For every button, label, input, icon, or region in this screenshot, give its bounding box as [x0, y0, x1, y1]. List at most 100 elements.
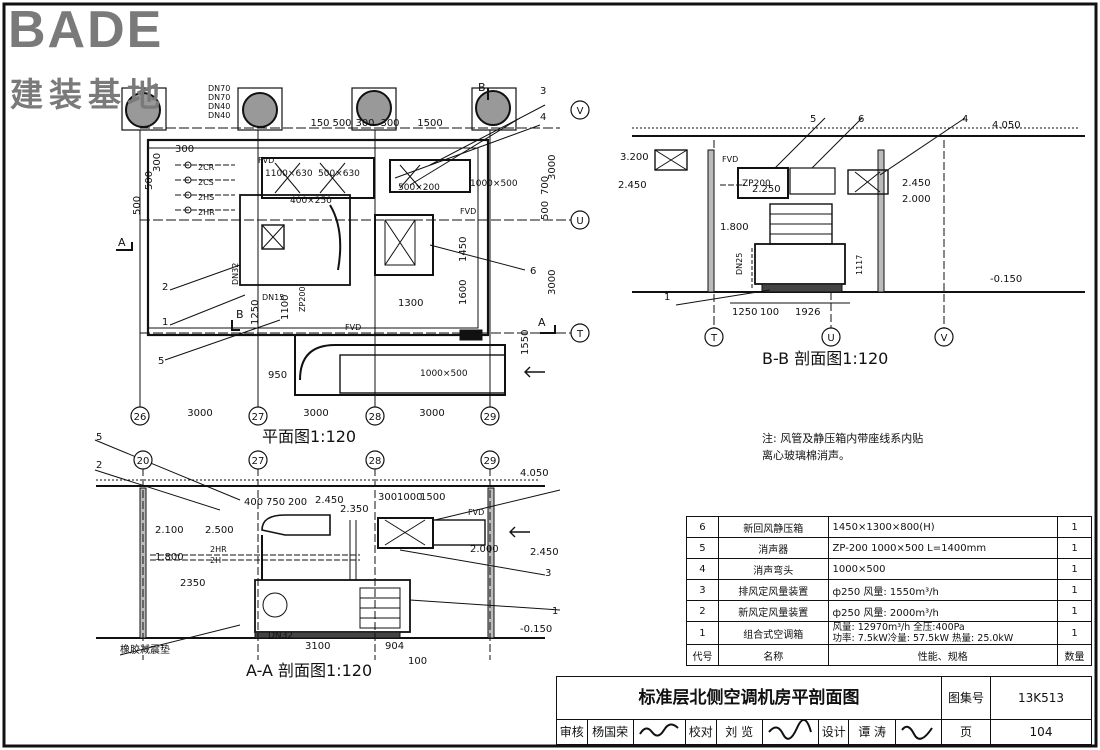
aa-dim-5: 400: [244, 497, 263, 508]
plan-view: [116, 87, 575, 408]
bb-level-7: 1.800: [720, 222, 749, 233]
plan-row-dim-3: 500: [540, 201, 551, 220]
plan-row-axis-v: V: [577, 106, 584, 117]
set-number: 13K513: [990, 676, 1092, 720]
plan-misc-2: 500: [132, 196, 143, 215]
note-line-1: 注: 风管及静压箱内带座线系内贴: [762, 432, 924, 445]
header-no: 代号: [686, 644, 719, 666]
bb-axis-v: V: [941, 333, 948, 344]
plan-dim-top-4: 300: [380, 118, 399, 129]
plan-callout-4: 4: [540, 112, 546, 123]
page-number: 104: [990, 719, 1092, 745]
aa-dim-2: 3100: [305, 641, 330, 652]
plan-title: 平面图1:120: [262, 427, 356, 446]
aa-dim-3: 904: [385, 641, 404, 652]
aa-title: A-A 剖面图1:120: [246, 661, 372, 680]
plan-label-2: FVD: [460, 207, 476, 216]
aa-label-2h: 2H: [210, 556, 221, 565]
plan-section-mark-3: B: [478, 81, 486, 94]
row-no: 6: [686, 516, 719, 538]
aa-callout-1: 1: [552, 606, 558, 617]
plan-callout-6: 6: [530, 266, 536, 277]
plan-axis-27: 27: [252, 412, 265, 423]
note-line-2: 离心玻璃棉消声。: [762, 449, 850, 462]
plan-dim-top-5: 1500: [417, 118, 442, 129]
plan-section-mark-1: A: [118, 236, 126, 249]
aa-callout-2: 2: [96, 460, 102, 471]
aa-callout-5: 5: [96, 432, 102, 443]
row-no: 1: [686, 621, 719, 645]
aa-callout-3: 3: [545, 568, 551, 579]
sig-check-signature: [763, 719, 819, 744]
plan-label-4: DN32: [231, 263, 240, 285]
row-no: 2: [686, 600, 719, 622]
aa-level-3: 2.350: [340, 504, 369, 515]
bb-callout-1: 1: [664, 292, 670, 303]
plan-misc-1: 300: [175, 144, 194, 155]
plan-misc-5: 1450: [458, 237, 469, 262]
plan-row-axis-t: T: [576, 329, 584, 340]
plan-label-10: 2HR: [198, 208, 215, 217]
row-qty: 1: [1057, 579, 1092, 601]
plan-duct-1: 1100×630: [265, 169, 313, 179]
plan-axis-dim-2: 3000: [303, 408, 328, 419]
plan-duct-5: 1000×500: [470, 179, 518, 189]
plan-row-dim-5: 1550: [520, 330, 531, 355]
drawing-note: 注: 风管及静压箱内带座线系内贴 离心玻璃棉消声。: [762, 430, 923, 464]
signature-row: 审核 杨国荣 校对 刘 览 设计 谭 涛: [556, 719, 942, 745]
row-spec: 1450×1300×800(H): [827, 516, 1059, 538]
row-name: 新风定风量装置: [717, 600, 829, 622]
table-row: 6 新回风静压箱 1450×1300×800(H) 1: [686, 516, 1092, 538]
aa-dim-7: 200: [288, 497, 307, 508]
aa-level-4: 2.100: [155, 525, 184, 536]
bb-level-1: 4.050: [992, 120, 1021, 131]
sig-design-signature: [896, 720, 941, 744]
row-qty: 1: [1057, 558, 1092, 580]
plan-label-3: FVD: [345, 323, 361, 332]
bb-level-6: 2.000: [902, 194, 931, 205]
aa-label-2hr: 2HR: [210, 545, 227, 554]
plan-misc-3: 500: [144, 171, 155, 190]
table-row: 3 排风定风量装置 ф250 风量: 1550m³/h 1: [686, 579, 1092, 601]
aa-axis-29: 29: [484, 456, 497, 467]
aa-axis-20: 20: [137, 456, 150, 467]
row-spec-line-2: 功率: 7.5kW冷量: 57.5kW 热量: 25.0kW: [832, 633, 1014, 644]
plan-label-6: ZP200: [298, 286, 307, 312]
row-no: 4: [686, 558, 719, 580]
aa-dim-10: 1500: [420, 492, 445, 503]
plan-axis-28: 28: [369, 412, 382, 423]
row-qty: 1: [1057, 600, 1092, 622]
plan-callout-2: 2: [162, 282, 168, 293]
aa-dim-9: 1000: [397, 492, 422, 503]
row-spec: ф250 风量: 1550m³/h: [827, 579, 1059, 601]
row-spec: 风量: 12970m³/h 全压:400Pa 功率: 7.5kW冷量: 57.5…: [827, 621, 1059, 645]
row-name: 消声弯头: [717, 558, 829, 580]
bb-level-4: 2.250: [752, 184, 781, 195]
table-row: 4 消声弯头 1000×500 1: [686, 558, 1092, 580]
bb-callout-4: 4: [962, 114, 968, 125]
section-aa: [94, 439, 561, 660]
bb-level-2: 3.200: [620, 152, 649, 163]
plan-axis-26: 26: [134, 412, 147, 423]
sig-review-signature: [634, 720, 686, 744]
page-label: 页: [941, 719, 991, 745]
plan-dim-top-3: 300: [355, 118, 374, 129]
aa-level-9: -0.150: [520, 624, 552, 635]
aa-dim-4: 100: [408, 656, 427, 667]
row-name: 新回风静压箱: [717, 516, 829, 538]
plan-misc-8: 950: [268, 370, 287, 381]
plan-pipe-3: DN40: [208, 102, 230, 111]
row-name: 组合式空调箱: [717, 621, 829, 645]
bb-level-8: -0.150: [990, 274, 1022, 285]
plan-dim-top-2: 500: [332, 118, 351, 129]
bb-callout-5: 5: [810, 114, 816, 125]
header-spec: 性能、规格: [827, 644, 1059, 666]
row-qty: 1: [1057, 537, 1092, 559]
bb-label-1117: 1117: [855, 255, 864, 275]
bb-callout-6: 6: [858, 114, 864, 125]
table-header-row: 代号 名称 性能、规格 数量: [686, 644, 1092, 666]
plan-misc-4: 300: [152, 153, 163, 172]
bb-level-3: 2.450: [618, 180, 647, 191]
plan-pipe-1: DN70: [208, 84, 230, 93]
